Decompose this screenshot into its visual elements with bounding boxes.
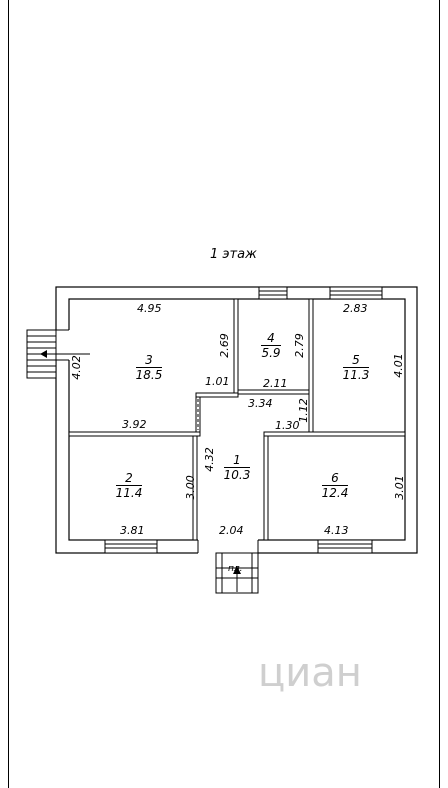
dim-r2-bottom: 3.81 [120, 524, 145, 537]
room-1-number: 1 [233, 453, 241, 467]
side-stairs [26, 329, 90, 379]
window-top-2 [329, 286, 383, 300]
dim-r4-bottom: 2.11 [263, 377, 288, 390]
floor-title: 1 этаж [210, 247, 257, 262]
wall-r3-r4 [233, 298, 239, 394]
room-2-area: 11.4 [115, 485, 143, 500]
dim-r4-side: 2.79 [292, 333, 306, 358]
room-6-number: 6 [331, 471, 339, 485]
wall-hall-r6 [263, 435, 269, 541]
dim-corr-side: 1.12 [296, 398, 310, 423]
right-frame-line [439, 0, 440, 788]
wall-r2-hall [192, 435, 198, 541]
entrance-label: пл. [228, 564, 243, 574]
wall-r3-r2 [68, 431, 201, 437]
dim-corr-top: 3.34 [248, 397, 273, 410]
wall-r3-corr [195, 392, 239, 398]
window-top-1 [258, 286, 288, 300]
dim-r6-side: 3.01 [392, 475, 406, 500]
dim-corr-right: 1.30 [275, 419, 300, 432]
room-5-number: 5 [352, 353, 360, 367]
room-6-area: 12.4 [321, 485, 349, 500]
watermark-logo: циан [258, 650, 362, 696]
window-bottom-1 [104, 539, 158, 554]
dim-r6-bottom: 4.13 [324, 524, 349, 537]
left-frame-line [8, 0, 9, 788]
dim-r3-bottom: 3.92 [122, 418, 147, 431]
room-4-area: 5.9 [261, 345, 281, 360]
wall-r4-bottom [237, 389, 310, 395]
dim-r5-top: 2.83 [343, 302, 368, 315]
dim-r2-side: 3.00 [183, 475, 197, 500]
dim-r3-side-left: 4.02 [69, 355, 83, 380]
room-3-number: 3 [145, 353, 153, 367]
wall-r5-r6 [263, 431, 406, 437]
dim-r3-top: 4.95 [137, 302, 162, 315]
room-4-number: 4 [267, 331, 275, 345]
room-1-area: 10.3 [223, 467, 251, 482]
dim-r3-corridor: 1.01 [205, 375, 230, 388]
room-3-area: 18.5 [135, 367, 163, 382]
dim-hall-side: 4.32 [202, 447, 216, 472]
dim-r3-side-right: 2.69 [217, 333, 231, 358]
room-5-area: 11.3 [342, 367, 370, 382]
dim-r5-side: 4.01 [391, 353, 405, 378]
dim-hall-bottom: 2.04 [219, 524, 244, 537]
entrance-opening [198, 539, 258, 554]
front-steps [215, 552, 259, 594]
window-bottom-2 [317, 539, 373, 554]
side-door-opening [55, 330, 70, 360]
room-2-number: 2 [125, 471, 133, 485]
